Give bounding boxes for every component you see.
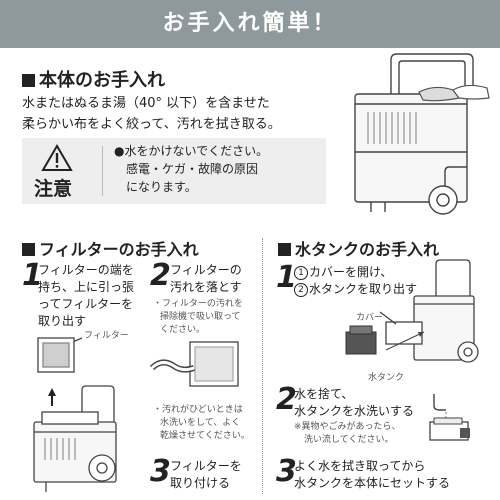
- tank-step2-line2: 水タンクを水洗いする: [294, 404, 415, 418]
- warning-line2: 感電・ケガ・故障の原因: [126, 162, 259, 176]
- filter-step3-line1: フィルターを: [170, 459, 242, 473]
- filter-step1-line3: ってフィルターを: [38, 297, 134, 311]
- filter-step2-note1c: ください。: [160, 325, 206, 335]
- filter-step1-line1: フィルターの端を: [38, 263, 134, 277]
- section-heading-filter: フィルターのお手入れ: [22, 236, 199, 260]
- tank-step1-number: 1: [276, 260, 297, 295]
- filter-step2-note1a: ・フィルターの汚れを: [153, 299, 243, 309]
- filter-step2-note2c: 乾燥させてください。: [160, 431, 250, 441]
- section-heading-tank: 水タンクのお手入れ: [278, 236, 439, 260]
- tank-step3-line2: 水タンクを本体にセットする: [294, 476, 451, 490]
- filter-vacuum-illustration: [149, 341, 239, 387]
- tank-callout-label: 水タンク: [368, 373, 405, 383]
- warning-divider: [102, 146, 103, 196]
- dehumidifier-wiping-illustration: [354, 53, 490, 215]
- tank-step2-note1: ※異物やごみがあったら、: [294, 422, 401, 432]
- circled-number: 1: [294, 266, 308, 280]
- tank-step2-note2: 洗い流してください。: [304, 435, 394, 445]
- filter-step2-line2: 汚れを落とす: [170, 280, 242, 294]
- square-bullet-icon: [22, 243, 35, 256]
- cover-callout-label: カバー: [356, 313, 384, 323]
- filter-step1-line2: 持ち、上に引っ張: [38, 280, 135, 294]
- dehumidifier-tank-illustration: [345, 259, 479, 363]
- filter-care-heading: フィルターのお手入れ: [39, 240, 199, 259]
- tank-washing-illustration: [429, 394, 470, 441]
- filter-step2-line1: フィルターの: [170, 263, 242, 277]
- section-heading-body: 本体のお手入れ: [22, 66, 165, 92]
- body-care-line1: 水またはぬるま湯（40° 以下）を含ませた: [22, 96, 270, 111]
- warning-triangle-icon: [41, 144, 73, 171]
- warning-box: 注意 ●水をかけないでください。 感電・ケガ・故障の原因 になります。: [22, 138, 326, 204]
- tank-step3-number: 3: [276, 454, 297, 489]
- filter-step3-line2: 取り付ける: [170, 476, 231, 490]
- filter-step3-number: 3: [150, 454, 171, 489]
- circled-number: 2: [294, 283, 308, 297]
- tank-care-heading: 水タンクのお手入れ: [295, 240, 440, 259]
- filter-step1-number: 1: [22, 258, 43, 293]
- dehumidifier-filter-illustration: [33, 337, 117, 492]
- filter-step2-note2b: 水洗いをして、よく: [160, 418, 241, 428]
- filter-step1-line4: 取り出す: [38, 314, 87, 328]
- body-care-line2: 柔らかい布をよく絞って、汚れを拭き取る。: [22, 117, 281, 132]
- tank-step2-line1: 水を捨て、: [294, 387, 354, 401]
- square-bullet-icon: [278, 243, 291, 256]
- filter-step2-note1b: 掃除機で吸い取って: [160, 312, 241, 322]
- warning-label: 注意: [34, 178, 73, 200]
- filter-step2-number: 2: [150, 258, 171, 293]
- warning-line1: ●水をかけないでください。: [114, 144, 269, 158]
- section-divider: [262, 238, 263, 494]
- title-banner: お手入れ簡単！: [0, 0, 500, 48]
- tank-step2-number: 2: [276, 382, 297, 417]
- tank-step3-line1: よく水を拭き取ってから: [294, 459, 426, 473]
- square-bullet-icon: [22, 74, 35, 87]
- filter-step2-note2a: ・汚れがひどいときは: [153, 405, 243, 415]
- filter-callout-label: フィルター: [84, 331, 129, 341]
- warning-line3: になります。: [126, 180, 197, 194]
- banner-title: お手入れ簡単！: [162, 11, 338, 36]
- body-care-heading: 本体のお手入れ: [39, 70, 165, 91]
